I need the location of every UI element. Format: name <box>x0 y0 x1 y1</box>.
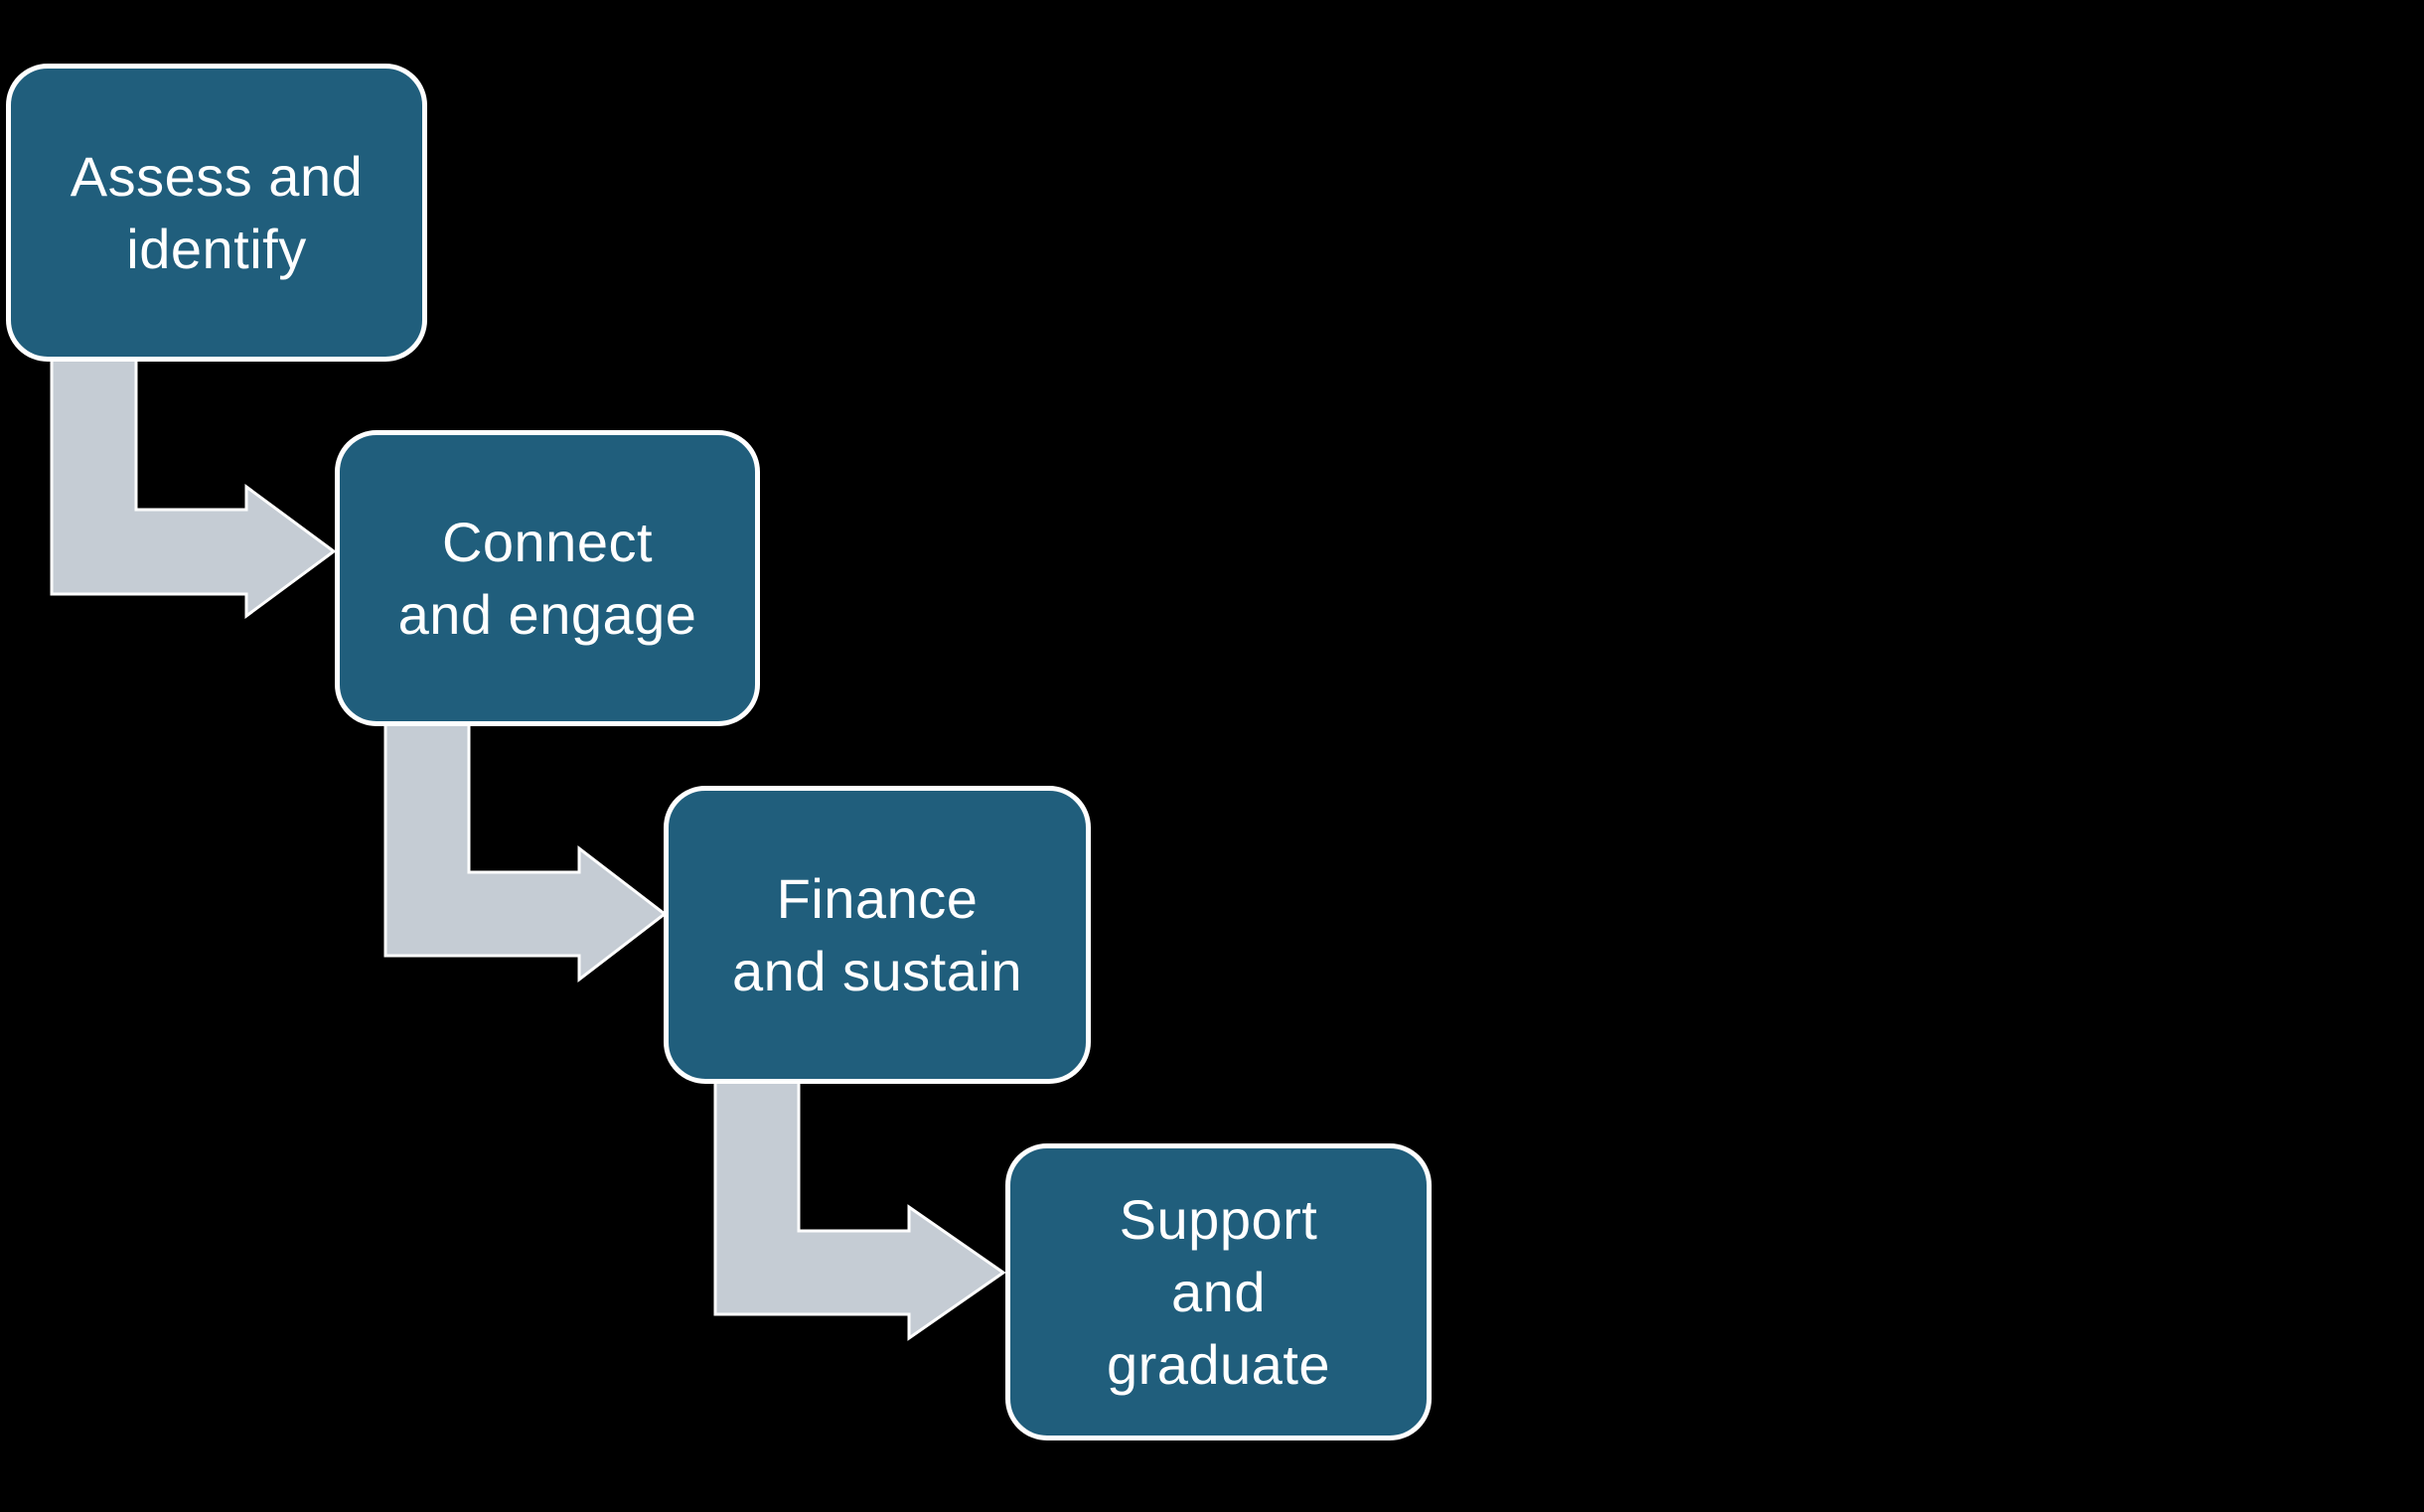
flow-node-finance-and-sustain: Finance and sustain <box>664 786 1091 1084</box>
elbow-arrow-2 <box>383 719 668 983</box>
node-label-line: and <box>1171 1261 1266 1323</box>
node-label-line: Assess and <box>70 145 364 208</box>
elbow-arrow-1 <box>50 352 337 619</box>
flow-node-assess-and-identify: Assess and identify <box>6 64 427 362</box>
node-label-line: and engage <box>397 583 697 646</box>
node-label-line: and sustain <box>732 940 1022 1002</box>
node-label-line: Support <box>1119 1188 1318 1251</box>
elbow-arrow-3 <box>713 1078 1006 1341</box>
flow-node-support-and-graduate: Support and graduate <box>1005 1143 1432 1440</box>
node-label-line: Connect <box>441 511 654 573</box>
node-label-line: identify <box>126 218 307 280</box>
node-label-line: graduate <box>1106 1333 1331 1396</box>
node-label-line: Finance <box>776 867 979 930</box>
flow-node-connect-and-engage: Connect and engage <box>335 430 760 726</box>
